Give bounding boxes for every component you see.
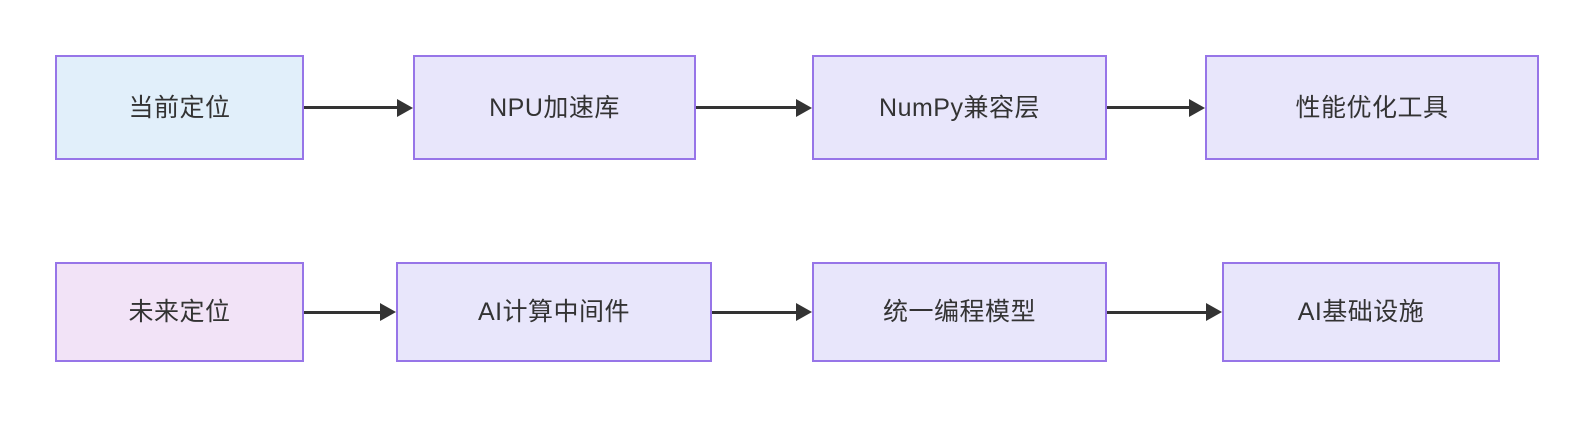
node-ai-infrastructure[interactable]: AI基础设施 [1222, 262, 1500, 362]
node-future-positioning[interactable]: 未来定位 [55, 262, 304, 362]
arrowhead-icon [1189, 98, 1205, 117]
edge-unified-programming-model-to-ai-infrastructure [1107, 310, 1207, 314]
node-current-positioning[interactable]: 当前定位 [55, 55, 304, 160]
edge-ai-compute-middleware-to-unified-programming-model [712, 310, 797, 314]
arrowhead-icon [796, 98, 812, 117]
edge-current-positioning-to-npu-acceleration-library [304, 106, 398, 109]
edge-npu-acceleration-library-to-numpy-compatibility-layer [696, 106, 797, 109]
node-numpy-compatibility-layer[interactable]: NumPy兼容层 [812, 55, 1107, 160]
node-npu-acceleration-library[interactable]: NPU加速库 [413, 55, 696, 160]
edge-numpy-compatibility-layer-to-performance-optimization-tools [1107, 106, 1190, 109]
arrowhead-icon [380, 303, 396, 321]
arrowhead-icon [796, 303, 812, 321]
node-ai-compute-middleware[interactable]: AI计算中间件 [396, 262, 712, 362]
node-performance-optimization-tools[interactable]: 性能优化工具 [1205, 55, 1539, 160]
arrowhead-icon [1206, 303, 1222, 321]
edge-future-positioning-to-ai-compute-middleware [304, 310, 381, 314]
node-unified-programming-model[interactable]: 统一编程模型 [812, 262, 1107, 362]
arrowhead-icon [397, 98, 413, 117]
